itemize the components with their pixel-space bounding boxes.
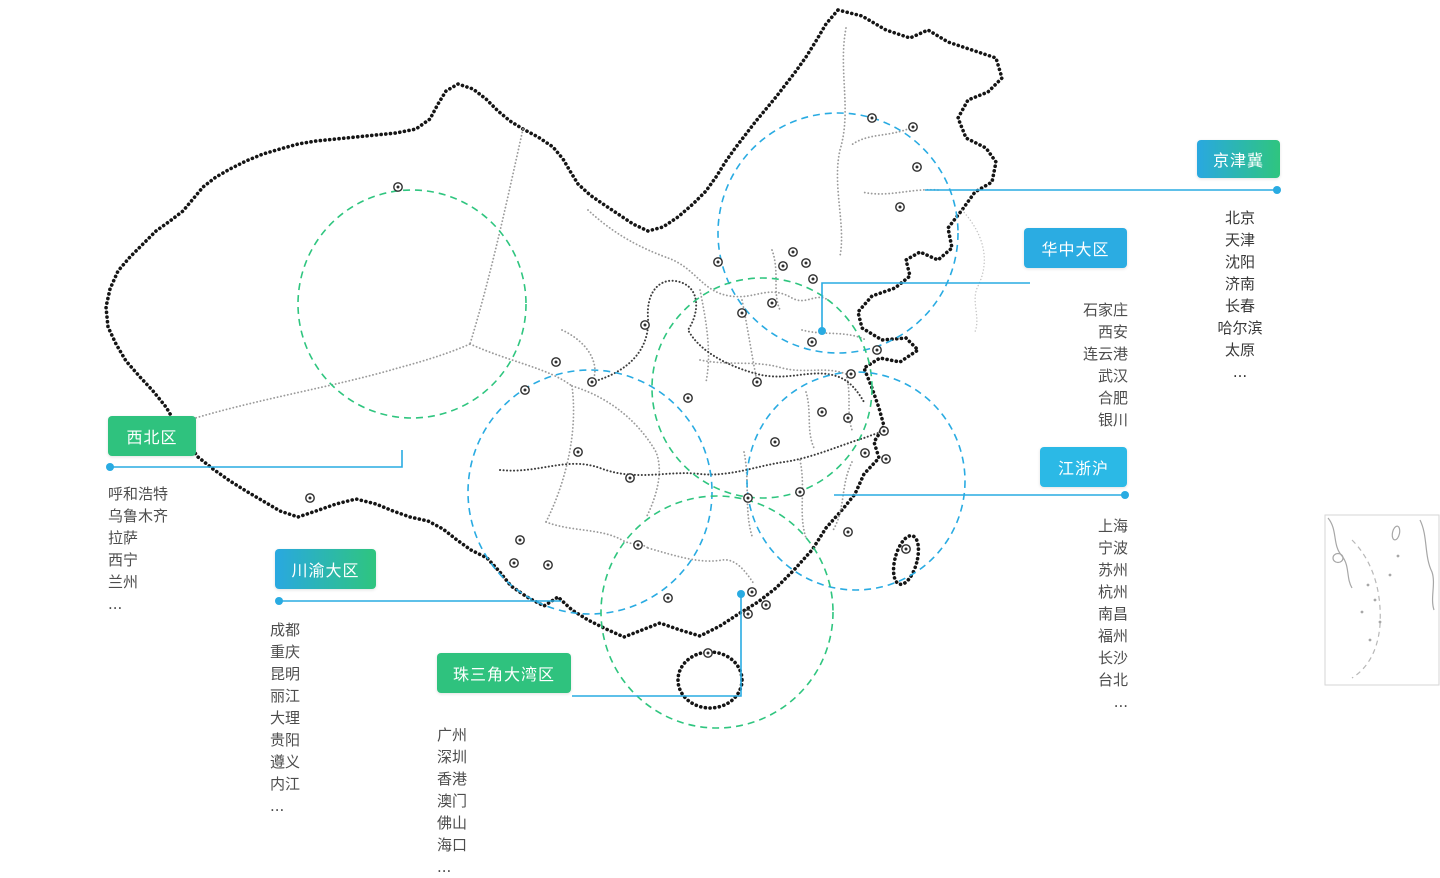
city-item: 内江 (270, 775, 301, 793)
city-item: 苏州 (1097, 561, 1128, 579)
city-item: 哈尔滨 (1217, 319, 1263, 337)
city-item: 成都 (270, 621, 301, 639)
label-connectors (106, 186, 1281, 697)
city-item: 南昌 (1097, 605, 1128, 623)
city-item: 台北 (1097, 671, 1128, 689)
city-item: 贵阳 (270, 731, 301, 749)
city-list-chuanyu: 成都重庆昆明丽江大理贵阳遵义内江... (270, 619, 300, 817)
city-item: 沈阳 (1224, 253, 1255, 271)
city-item: 长春 (1224, 297, 1255, 315)
taiwan-island (891, 533, 921, 587)
city-item: 连云港 (1082, 345, 1128, 363)
city-item: ... (1232, 363, 1248, 381)
province-borders (175, 27, 939, 585)
city-item: 香港 (437, 770, 468, 788)
connector-zhusanjiao (572, 594, 742, 697)
region-huazhong: 华中大区 石家庄西安连云港武汉合肥银川 (1024, 228, 1128, 429)
hainan-island (676, 650, 744, 710)
region-xibei: 西北区 呼和浩特乌鲁木齐拉萨西宁兰州... (108, 416, 196, 613)
connector-xibei (110, 450, 403, 468)
city-item: 大理 (270, 709, 301, 727)
city-item: 拉萨 (108, 529, 139, 547)
city-item: 西宁 (108, 551, 139, 569)
city-item: ... (108, 595, 123, 613)
south-china-sea-inset (1324, 514, 1440, 686)
city-item: 西安 (1097, 323, 1128, 341)
city-list-xibei: 呼和浩特乌鲁木齐拉萨西宁兰州... (108, 483, 168, 615)
region-label-zhusanjiao[interactable]: 珠三角大湾区 (437, 653, 571, 693)
city-item: 乌鲁木齐 (108, 507, 169, 525)
city-item: 合肥 (1097, 389, 1128, 407)
region-jingjinji: 京津冀 北京天津沈阳济南长春哈尔滨太原... (1197, 140, 1280, 381)
city-item: 长沙 (1097, 649, 1128, 667)
korea-coast (961, 209, 985, 335)
city-item: 遵义 (270, 753, 301, 771)
region-label-chuanyu[interactable]: 川渝大区 (275, 549, 376, 589)
city-item: 重庆 (270, 643, 301, 661)
circle-xibei (297, 189, 527, 419)
city-item: 昆明 (270, 665, 301, 683)
city-item: 海口 (437, 836, 468, 854)
city-item: 深圳 (437, 748, 468, 766)
city-item: 澳门 (437, 792, 468, 810)
city-item: 丽江 (270, 687, 301, 705)
region-jiangzhehu: 江浙沪 上海宁波苏州杭州南昌福州长沙台北... (1040, 447, 1128, 711)
city-list-jiangzhehu: 上海宁波苏州杭州南昌福州长沙台北... (1040, 515, 1128, 713)
region-label-huazhong[interactable]: 华中大区 (1024, 228, 1127, 268)
city-item: 宁波 (1097, 539, 1128, 557)
city-item: 呼和浩特 (108, 485, 169, 503)
city-list-jingjinji: 北京天津沈阳济南长春哈尔滨太原... (1180, 207, 1300, 383)
city-item: 天津 (1224, 231, 1255, 249)
circle-chuanyu (467, 369, 713, 615)
connector-huazhong (821, 282, 1030, 328)
china-outline (104, 8, 1004, 639)
region-circles (297, 112, 966, 729)
city-item: 石家庄 (1082, 301, 1128, 319)
city-item: 兰州 (108, 573, 139, 591)
city-item: 太原 (1224, 341, 1255, 359)
city-item: ... (437, 858, 452, 876)
city-item: ... (270, 797, 285, 815)
region-label-jiangzhehu[interactable]: 江浙沪 (1040, 447, 1127, 487)
city-item: 上海 (1097, 517, 1128, 535)
city-item: 银川 (1097, 411, 1128, 429)
city-item: ... (1113, 693, 1128, 711)
circle-jiangzhehu (746, 371, 966, 591)
city-item: 济南 (1224, 275, 1255, 293)
city-item: 佛山 (437, 814, 468, 832)
circle-jingjinji (717, 112, 959, 354)
city-item: 杭州 (1097, 583, 1128, 601)
city-list-huazhong: 石家庄西安连云港武汉合肥银川 (1024, 299, 1128, 431)
city-list-zhusanjiao: 广州深圳香港澳门佛山海口... (437, 724, 467, 878)
city-item: 武汉 (1097, 367, 1128, 385)
region-zhusanjiao: 珠三角大湾区 广州深圳香港澳门佛山海口... (437, 653, 571, 876)
region-label-xibei[interactable]: 西北区 (108, 416, 196, 456)
circle-huazhong (651, 277, 873, 499)
city-item: 北京 (1224, 209, 1255, 227)
city-item: 福州 (1097, 627, 1128, 645)
region-label-jingjinji[interactable]: 京津冀 (1197, 140, 1280, 178)
circle-zhusanjiao (600, 495, 834, 729)
city-item: 广州 (437, 726, 468, 744)
city-markers (305, 113, 922, 658)
region-chuanyu: 川渝大区 成都重庆昆明丽江大理贵阳遵义内江... (270, 549, 376, 815)
